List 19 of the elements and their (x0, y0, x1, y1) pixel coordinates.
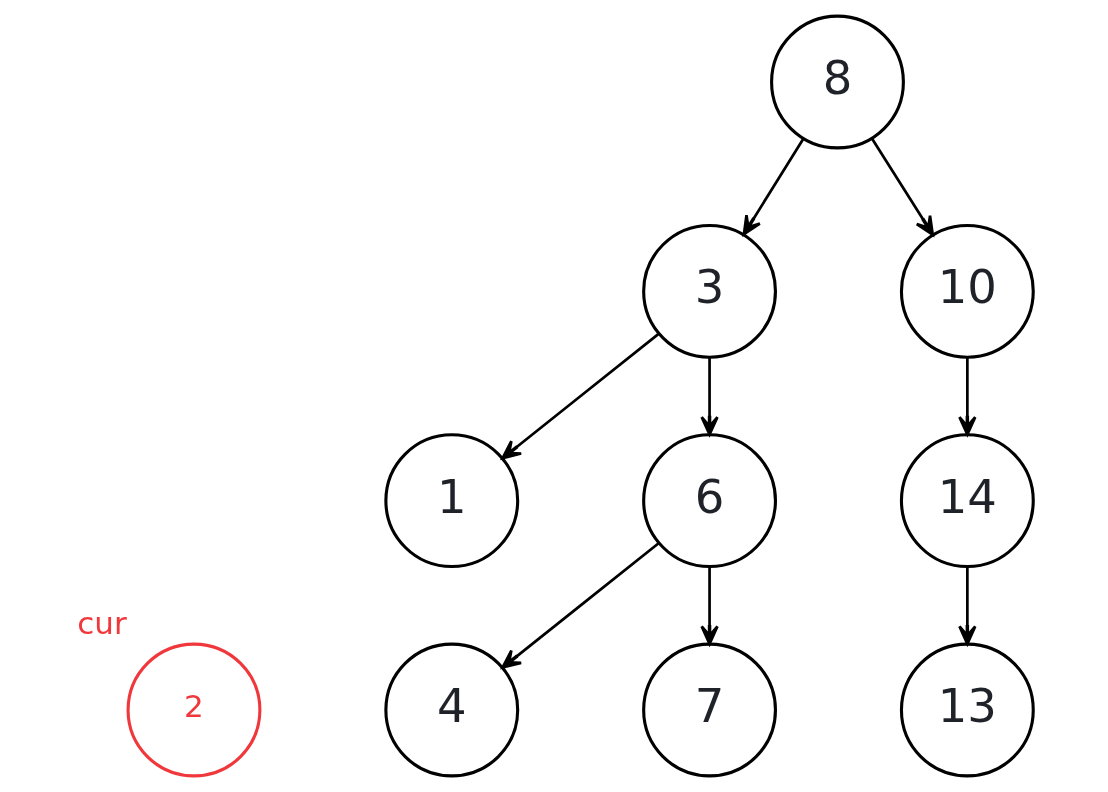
node-circle: 1 (383, 433, 519, 569)
node-circle: 4 (383, 642, 519, 778)
node-label: cur (76, 605, 127, 642)
node-circle: 6 (641, 433, 777, 569)
arrow (699, 357, 719, 436)
arrow (957, 567, 977, 646)
node-circle: 10 (899, 223, 1035, 359)
arrow (699, 567, 719, 646)
node-circle: 8 (769, 14, 905, 150)
node-circle: 3 (641, 223, 777, 359)
node-circle: 13 (899, 642, 1035, 778)
arrow (957, 357, 977, 436)
node-circle: 2 (126, 642, 261, 778)
arrow (500, 332, 659, 460)
arrow (742, 138, 804, 236)
node-circle: 7 (641, 642, 777, 778)
arrow (870, 137, 934, 236)
arrow (500, 542, 659, 669)
node-circle: 14 (899, 433, 1035, 569)
